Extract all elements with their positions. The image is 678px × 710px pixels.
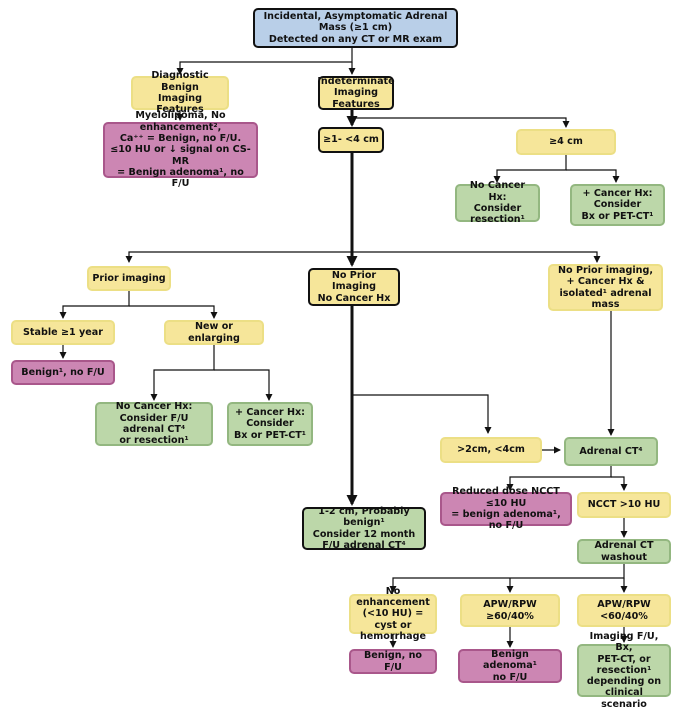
apw-lt60-node: APW/RPW <60/40% [577,594,671,627]
edge-prior-new [129,305,218,319]
imaging-fu-node: Imaging F/U, Bx, PET-CT, or resection¹ d… [577,631,671,710]
diagnostic-benign-node: Diagnostic Benign Imaging Features [131,70,229,115]
reduced-dose-node: Reduced dose NCCT ≤10 HU = benign adenom… [440,486,572,531]
ncct-gt10-node: NCCT >10 HU [577,492,671,518]
edge-washout-children [389,564,625,593]
gt2-lt4-node: >2cm, <4cm [440,437,542,463]
ge4-no-cancer-node: No Cancer Hx: Consider resection¹ [455,180,540,225]
stable-node: Stable ≥1 year [11,320,115,345]
edge-split-cancer [352,251,601,263]
apw-ge60-node: APW/RPW ≥60/40% [460,594,560,627]
no-prior-no-cancer-node: No Prior Imaging No Cancer Hx [308,268,400,306]
edge-ge4-cancer [566,169,620,183]
benign-stable-node: Benign¹, no F/U [11,360,115,385]
root-node: Incidental, Asymptomatic Adrenal Mass (≥… [253,8,458,48]
probably-benign-node: 1-2 cm, Probably benign¹ Consider 12 mon… [302,506,426,551]
no-prior-cancer-node: No Prior imaging, + Cancer Hx & isolated… [548,264,663,311]
edge-prior-children [59,291,130,319]
edge-ge4-children [493,155,567,183]
enlarging-no-cancer-node: No Cancer Hx: Consider F/U adrenal CT⁴ o… [95,401,213,446]
adrenal-ct-node: Adrenal CT⁴ [564,437,658,466]
indeterminate-node: Indeterminate Imaging Features [317,76,395,110]
ge4-cancer-node: + Cancer Hx: Consider Bx or PET-CT¹ [570,184,665,226]
edge-root-split [176,48,353,75]
edge-split-prior [125,251,352,263]
no-enhancement-node: No enhancement (<10 HU) = cyst or hemorr… [349,586,437,642]
edge-adrenal-ncct [611,476,628,491]
myelolipoma-node: Myelolipoma, No enhancement², Ca⁺⁺ = Ben… [103,110,258,189]
size-ge4-node: ≥4 cm [516,129,616,155]
edge-new-children [150,345,215,401]
size-1-4-node: ≥1- <4 cm [318,127,384,153]
benign-no-fu-node: Benign, no F/U [349,649,437,674]
new-enlarging-node: New or enlarging [164,320,264,345]
edge-new-cancer [214,369,273,401]
enlarging-cancer-node: + Cancer Hx: Consider Bx or PET-CT¹ [227,402,313,446]
prior-imaging-node: Prior imaging [87,266,171,291]
washout-node: Adrenal CT washout [577,539,671,564]
edge-adrenal-children [506,466,612,491]
edge-size-ge4 [352,117,570,128]
edge-noprior-gt2 [352,394,492,434]
benign-adenoma-node: Benign adenoma¹ no F/U [458,649,562,683]
